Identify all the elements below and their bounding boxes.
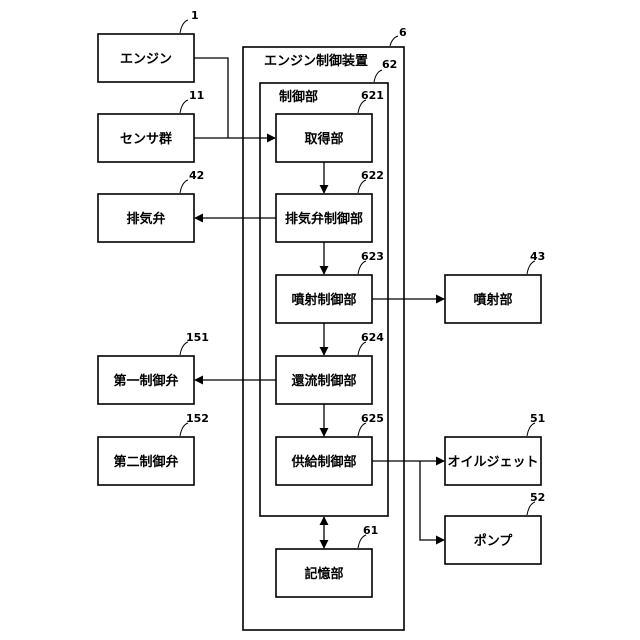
exhaust-valve-ref-leader [180,180,188,193]
recirc-ctrl-label: 還流制御部 [291,373,356,389]
engine-label: エンジン [120,52,172,67]
first-valve-label: 第一制御弁 [113,373,178,389]
pump-block: ポンプ 52 [445,491,545,564]
recirc-ctrl-ref: 624 [361,331,384,344]
injector-label: 噴射部 [473,292,512,308]
exhaust-valve-label: 排気弁 [126,211,165,227]
sensors-ref: 11 [189,89,204,102]
acquisition-ref: 621 [361,89,384,102]
memory-label: 記憶部 [304,566,343,582]
second-valve-label: 第二制御弁 [113,454,178,470]
sensors-ref-leader [180,100,188,113]
exhaust-ctrl-label: 排気弁制御部 [285,211,363,227]
first-valve-block: 第一制御弁 151 [98,331,209,404]
engine-ref: 1 [191,9,199,22]
injection-ctrl-ref: 623 [361,250,384,263]
supply-ctrl-label: 供給制御部 [290,454,356,470]
ecu-ref: 6 [399,26,407,39]
exhaust-valve-ref: 42 [189,169,204,182]
engine-ref-leader [180,20,188,33]
injector-ref: 43 [530,250,545,263]
oil-jet-label: オイルジェット [447,455,538,470]
sensors-block: センサ群 11 [98,89,204,162]
injector-block: 噴射部 43 [445,250,545,323]
first-valve-ref: 151 [186,331,209,344]
supply-ctrl-ref: 625 [361,412,384,425]
injection-ctrl-label: 噴射制御部 [291,292,356,308]
pump-label: ポンプ [474,533,514,549]
supply-ctrl-to-pump-arrow [420,461,444,540]
pump-ref: 52 [530,491,545,504]
oil-jet-block: オイルジェット 51 [445,412,545,485]
controller-label: 制御部 [279,89,318,105]
sensors-label: センサ群 [120,131,172,147]
exhaust-ctrl-ref: 622 [361,169,384,182]
engine-block: エンジン 1 [98,9,199,82]
memory-ref: 61 [363,524,378,537]
oil-jet-ref: 51 [530,412,545,425]
second-valve-block: 第二制御弁 152 [98,412,209,485]
ecu-label: エンジン制御装置 [264,53,368,69]
second-valve-ref: 152 [186,412,209,425]
exhaust-valve-block: 排気弁 42 [98,169,204,242]
ecu-ref-leader [390,36,398,46]
acquisition-label: 取得部 [304,131,343,147]
controller-ref: 62 [382,58,397,71]
